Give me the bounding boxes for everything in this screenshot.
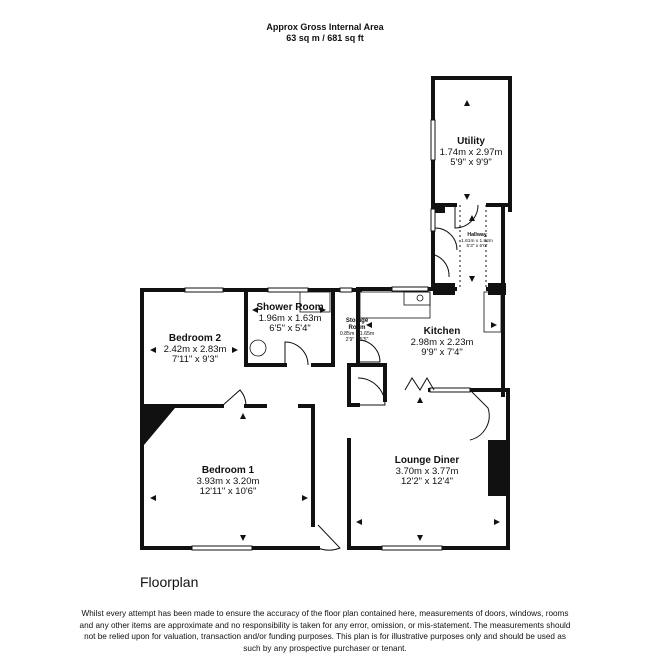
dim-marker — [464, 100, 470, 106]
hall-window — [429, 387, 471, 393]
dim-marker — [356, 519, 362, 525]
kitchen-pillar — [488, 283, 506, 295]
room-kitchen: Kitchen 2.98m x 2.23m 9'9" x 7'4" — [411, 326, 474, 359]
bedroom2-door — [221, 389, 247, 407]
kitchen-bifold — [404, 377, 435, 391]
wall-shower — [244, 288, 335, 367]
utility-window-2 — [430, 208, 436, 232]
room-bedroom2: Bedroom 2 2.42m x 2.83m 7'11" x 9'3" — [164, 333, 227, 366]
room-lounge-name: Lounge Diner — [394, 455, 460, 466]
dim-marker — [320, 307, 326, 313]
room-hallway-imperial: 5'3" x 6'0" — [466, 244, 488, 250]
utility-door — [454, 204, 479, 229]
dim-marker — [240, 535, 246, 541]
room-shower-imperial: 6'5" x 5'4" — [269, 323, 311, 335]
room-bedroom2-name: Bedroom 2 — [168, 333, 222, 344]
shower-door — [284, 341, 309, 366]
area-header-value: 63 sq m / 681 sq ft — [286, 33, 364, 43]
room-bedroom1: Bedroom 1 3.93m x 3.20m 12'11" x 10'6" — [197, 465, 260, 498]
room-bedroom1-metric: 3.93m x 3.20m — [196, 475, 260, 487]
room-utility-imperial: 5'9" x 9'9" — [450, 157, 492, 169]
room-kitchen-metric: 2.98m x 2.23m — [410, 336, 474, 348]
room-storage-metric: 0.85m x 1.65m — [339, 330, 375, 337]
dim-marker — [252, 307, 258, 313]
kitchen-counter — [359, 291, 431, 319]
dim-marker — [232, 347, 238, 353]
room-utility-metric: 1.74m x 2.97m — [439, 146, 503, 158]
disclaimer-text: Whilst every attempt has been made to en… — [79, 609, 571, 653]
room-kitchen-imperial: 9'9" x 7'4" — [421, 347, 463, 359]
room-kitchen-name: Kitchen — [423, 326, 461, 337]
area-header: Approx Gross Internal Area 63 sq m / 681… — [0, 22, 650, 44]
lounge-window — [381, 545, 443, 551]
wall-hall-lower — [347, 363, 387, 402]
shower-basin — [249, 339, 267, 357]
dim-marker — [417, 397, 423, 403]
dim-marker — [150, 495, 156, 501]
room-storage: Storage Room 0.85m x 1.65m 2'9" x 5'5" — [340, 318, 374, 344]
room-shower-name: Shower Room — [256, 302, 324, 313]
bedroom1-window — [191, 545, 253, 551]
hallway-pillar — [433, 283, 455, 295]
room-bedroom1-imperial: 12'11" x 10'6" — [199, 486, 257, 498]
room-bedroom2-metric: 2.42m x 2.83m — [163, 343, 227, 355]
lounge-door — [357, 377, 386, 406]
dim-marker — [417, 535, 423, 541]
room-hallway: Hallway 1.61m x 1.82m 5'3" x 6'0" — [461, 232, 493, 250]
room-storage-name: Storage Room — [345, 318, 369, 331]
hallway-arch — [459, 205, 487, 289]
kitchen-window — [391, 286, 429, 292]
bedroom2-window — [184, 287, 224, 293]
bedroom1-corner-fill — [144, 408, 175, 445]
shower-tray — [299, 291, 331, 313]
utility-door-post — [433, 205, 445, 213]
plan-title: Floorplan — [140, 574, 199, 590]
area-header-title: Approx Gross Internal Area — [266, 22, 384, 32]
dim-marker — [469, 215, 475, 221]
dim-marker — [366, 322, 372, 328]
dim-marker — [240, 413, 246, 419]
storage-window — [339, 287, 353, 293]
dim-marker — [494, 519, 500, 525]
storage-door — [357, 339, 381, 363]
lounge-door-2 — [469, 389, 490, 441]
bedroom1-door — [317, 524, 341, 551]
room-bedroom1-name: Bedroom 1 — [201, 465, 255, 476]
dim-marker — [464, 194, 470, 200]
room-lounge-metric: 3.70m x 3.77m — [395, 465, 459, 477]
room-bedroom2-imperial: 7'11" x 9'3" — [171, 354, 219, 366]
hallway-door — [434, 227, 458, 251]
room-lounge: Lounge Diner 3.70m x 3.77m 12'2" x 12'4" — [395, 455, 459, 488]
kitchen-counter-right — [483, 291, 502, 333]
room-shower: Shower Room 1.96m x 1.63m 6'5" x 5'4" — [256, 302, 323, 335]
room-utility-name: Utility — [457, 136, 485, 147]
shower-window — [267, 287, 309, 293]
dim-marker — [150, 347, 156, 353]
dim-marker — [469, 276, 475, 282]
utility-window — [430, 119, 436, 161]
hallway-door-2 — [434, 254, 450, 278]
room-shower-metric: 1.96m x 1.63m — [258, 312, 322, 324]
room-hallway-metric: 1.61m x 1.82m — [461, 238, 493, 244]
room-storage-imperial: 2'9" x 5'5" — [345, 336, 369, 343]
dim-marker — [302, 495, 308, 501]
kitchen-sink-drain — [416, 294, 424, 302]
room-hallway-name: Hallway — [467, 232, 487, 238]
room-lounge-imperial: 12'2" x 12'4" — [400, 476, 454, 488]
dim-marker — [491, 322, 497, 328]
room-utility: Utility 1.74m x 2.97m 5'9" x 9'9" — [440, 136, 503, 169]
lounge-chimney — [488, 440, 506, 496]
